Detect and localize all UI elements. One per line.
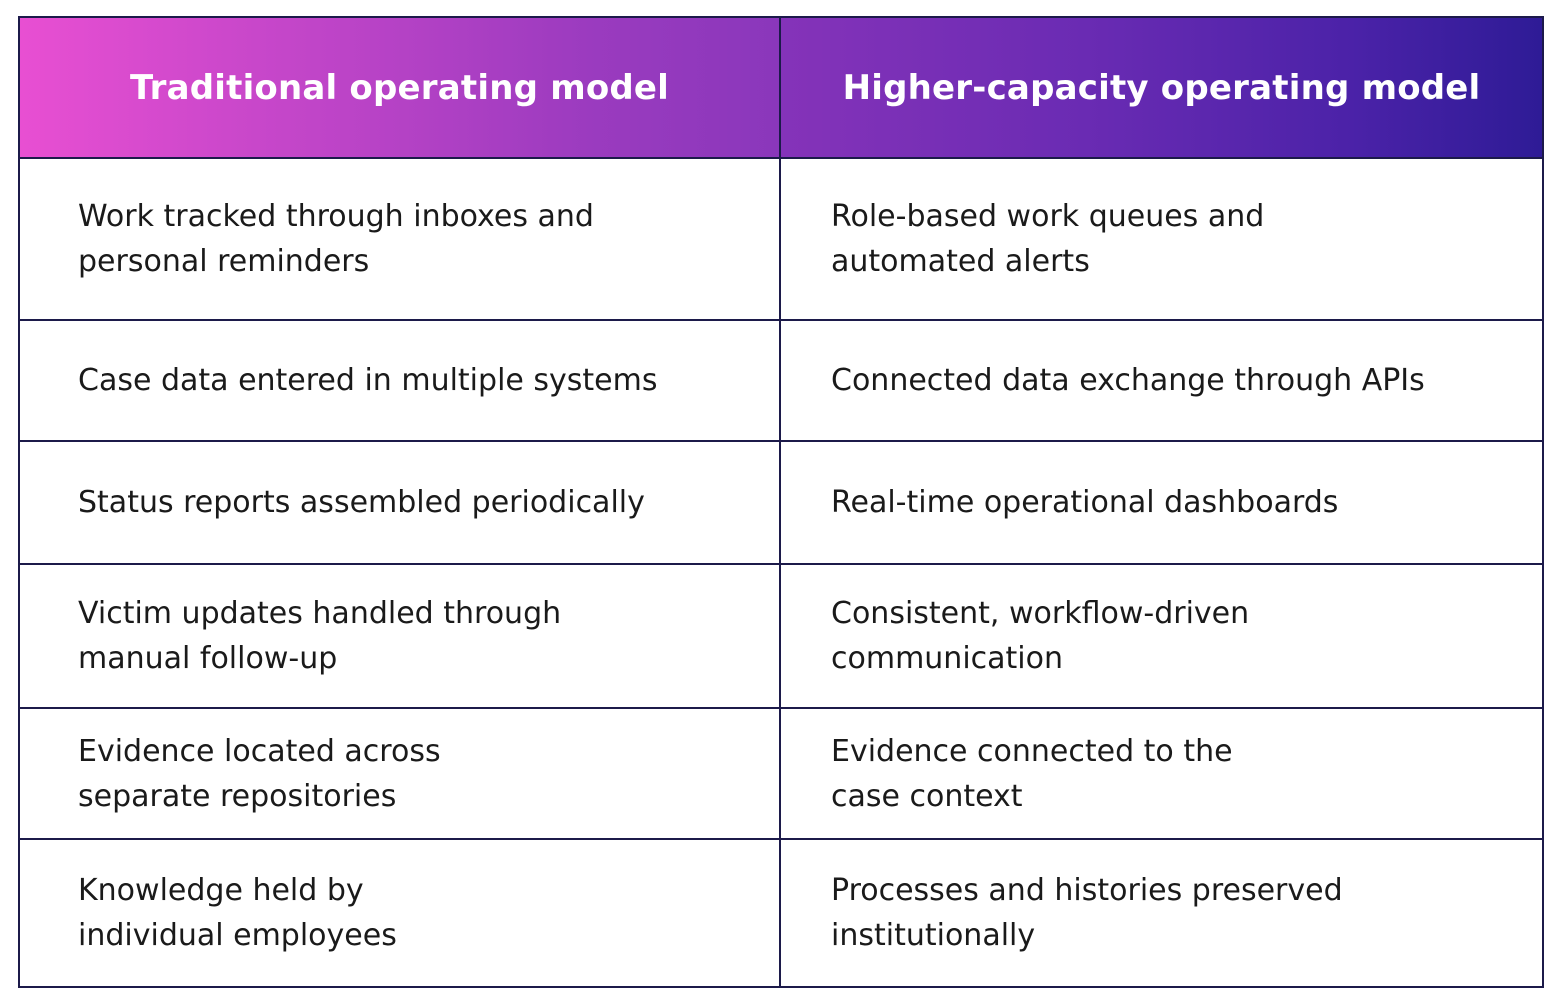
cell-text: Case data entered in multiple systems bbox=[78, 363, 658, 398]
header-higher-capacity: Higher-capacity operating model bbox=[781, 18, 1542, 159]
cell-text: Knowledge held by individual employees bbox=[78, 873, 397, 953]
row-3-traditional: Status reports assembled periodically bbox=[20, 442, 781, 565]
row-5-higher-capacity: Evidence connected to the case context bbox=[781, 709, 1542, 840]
row-5-traditional: Evidence located across separate reposit… bbox=[20, 709, 781, 840]
row-3-higher-capacity: Real-time operational dashboards bbox=[781, 442, 1542, 565]
cell-text: Evidence connected to the case context bbox=[831, 733, 1233, 814]
cell-text: Status reports assembled periodically bbox=[78, 485, 645, 520]
row-1-traditional: Work tracked through inboxes and persona… bbox=[20, 159, 781, 321]
row-2-higher-capacity: Connected data exchange through APIs bbox=[781, 321, 1542, 442]
cell-text: Processes and histories preserved instit… bbox=[831, 873, 1343, 953]
cell-text: Victim updates handled through manual fo… bbox=[78, 596, 562, 676]
cell-text: Role-based work queues and automated ale… bbox=[831, 199, 1265, 279]
comparison-table: Traditional operating model Higher-capac… bbox=[18, 16, 1544, 988]
row-1-higher-capacity: Role-based work queues and automated ale… bbox=[781, 159, 1542, 321]
row-6-higher-capacity: Processes and histories preserved instit… bbox=[781, 840, 1542, 986]
cell-text: Connected data exchange through APIs bbox=[831, 363, 1425, 398]
header-traditional: Traditional operating model bbox=[20, 18, 781, 159]
cell-text: Real-time operational dashboards bbox=[831, 485, 1339, 520]
cell-text: Consistent, workflow-driven communicatio… bbox=[831, 596, 1250, 676]
row-4-higher-capacity: Consistent, workflow-driven communicatio… bbox=[781, 565, 1542, 709]
cell-text: Work tracked through inboxes and persona… bbox=[78, 199, 594, 279]
row-4-traditional: Victim updates handled through manual fo… bbox=[20, 565, 781, 709]
row-6-traditional: Knowledge held by individual employees bbox=[20, 840, 781, 986]
cell-text: Evidence located across separate reposit… bbox=[78, 733, 441, 814]
row-2-traditional: Case data entered in multiple systems bbox=[20, 321, 781, 442]
